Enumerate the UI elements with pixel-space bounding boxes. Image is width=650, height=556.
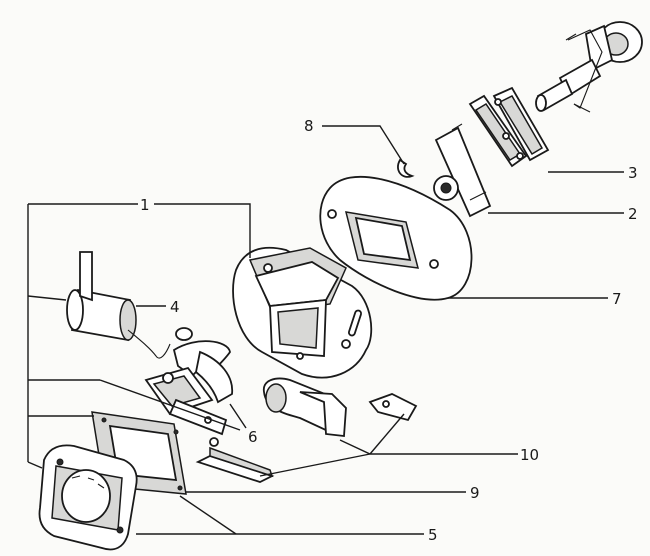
leader-10c xyxy=(259,453,371,477)
lamp-housing-part-1 xyxy=(232,246,373,379)
label-3: 3 xyxy=(628,164,638,182)
label-9: 9 xyxy=(470,484,480,502)
leader-lines xyxy=(27,125,624,535)
contact-strips-part-3 xyxy=(468,86,550,168)
label-10: 10 xyxy=(520,446,539,464)
cover-plate-part-5 xyxy=(38,444,138,551)
label-8: 8 xyxy=(304,117,314,135)
leader-1-b4 xyxy=(27,461,43,469)
label-2: 2 xyxy=(628,205,638,223)
leader-6b xyxy=(229,403,247,429)
capacitor-part-4 xyxy=(66,251,193,359)
mounting-gasket-part-7 xyxy=(319,175,473,301)
leader-1-right xyxy=(154,203,251,258)
label-4: 4 xyxy=(170,298,180,316)
lamp-holder-part-2 xyxy=(433,123,492,218)
label-5: 5 xyxy=(428,526,438,544)
bracket-part-10 xyxy=(195,377,418,483)
leader-10b xyxy=(369,413,405,455)
leader-10a xyxy=(339,439,518,455)
label-7: 7 xyxy=(612,290,622,308)
bulb-socket-assembly xyxy=(535,21,643,113)
label-6: 6 xyxy=(248,428,258,446)
spring-clip-part-8 xyxy=(397,158,415,178)
label-1: 1 xyxy=(140,196,150,214)
leader-6a xyxy=(99,379,241,431)
leader-1-b1 xyxy=(27,295,67,301)
callout-labels: 1 4 6 8 3 2 7 10 9 5 xyxy=(140,117,638,544)
leader-5b xyxy=(179,495,237,535)
leader-8 xyxy=(322,125,405,165)
